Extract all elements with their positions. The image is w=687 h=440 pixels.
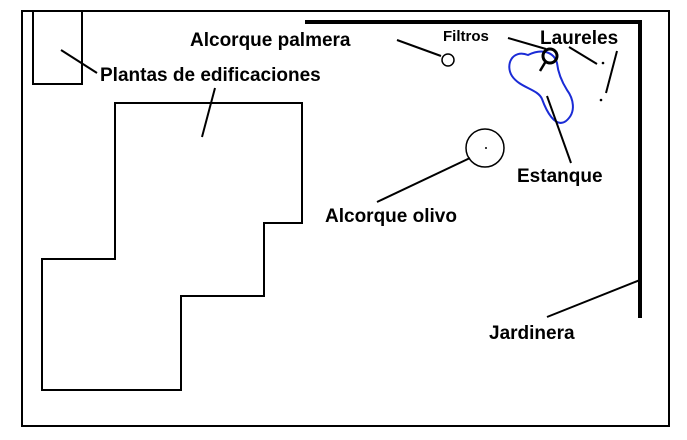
label-jardinera: Jardinera	[489, 323, 575, 344]
leader-line-laureles-1	[568, 46, 598, 65]
label-alcorque-palmera: Alcorque palmera	[190, 30, 351, 51]
palm-tree-pit	[441, 53, 455, 67]
leader-line-estanque	[546, 95, 572, 164]
label-estanque: Estanque	[517, 166, 603, 187]
filter-pipe	[538, 60, 548, 72]
laurel-dot	[601, 61, 605, 65]
pond-outline	[508, 50, 574, 124]
leader-line-plantas-main	[201, 87, 216, 138]
label-filtros: Filtros	[443, 28, 489, 45]
label-plantas: Plantas de edificaciones	[100, 65, 321, 86]
main-building	[41, 102, 303, 391]
label-laureles: Laureles	[540, 28, 618, 49]
leader-line-olivo	[376, 157, 471, 203]
leader-line-plantas-small	[60, 49, 98, 74]
leader-line-filtros	[507, 37, 547, 50]
jardinera-wall	[305, 20, 642, 318]
filter-circle	[541, 47, 559, 65]
property-boundary	[21, 10, 670, 427]
laurel-dot	[599, 98, 603, 102]
small-building	[32, 10, 83, 85]
leader-line-palmera	[396, 39, 442, 57]
label-alcorque-olivo: Alcorque olivo	[325, 206, 457, 227]
olive-tree-pit	[465, 128, 505, 168]
leader-line-laureles-2	[605, 50, 618, 94]
leader-line-jardinera	[546, 279, 641, 318]
olive-tree-center-dot	[485, 147, 487, 149]
